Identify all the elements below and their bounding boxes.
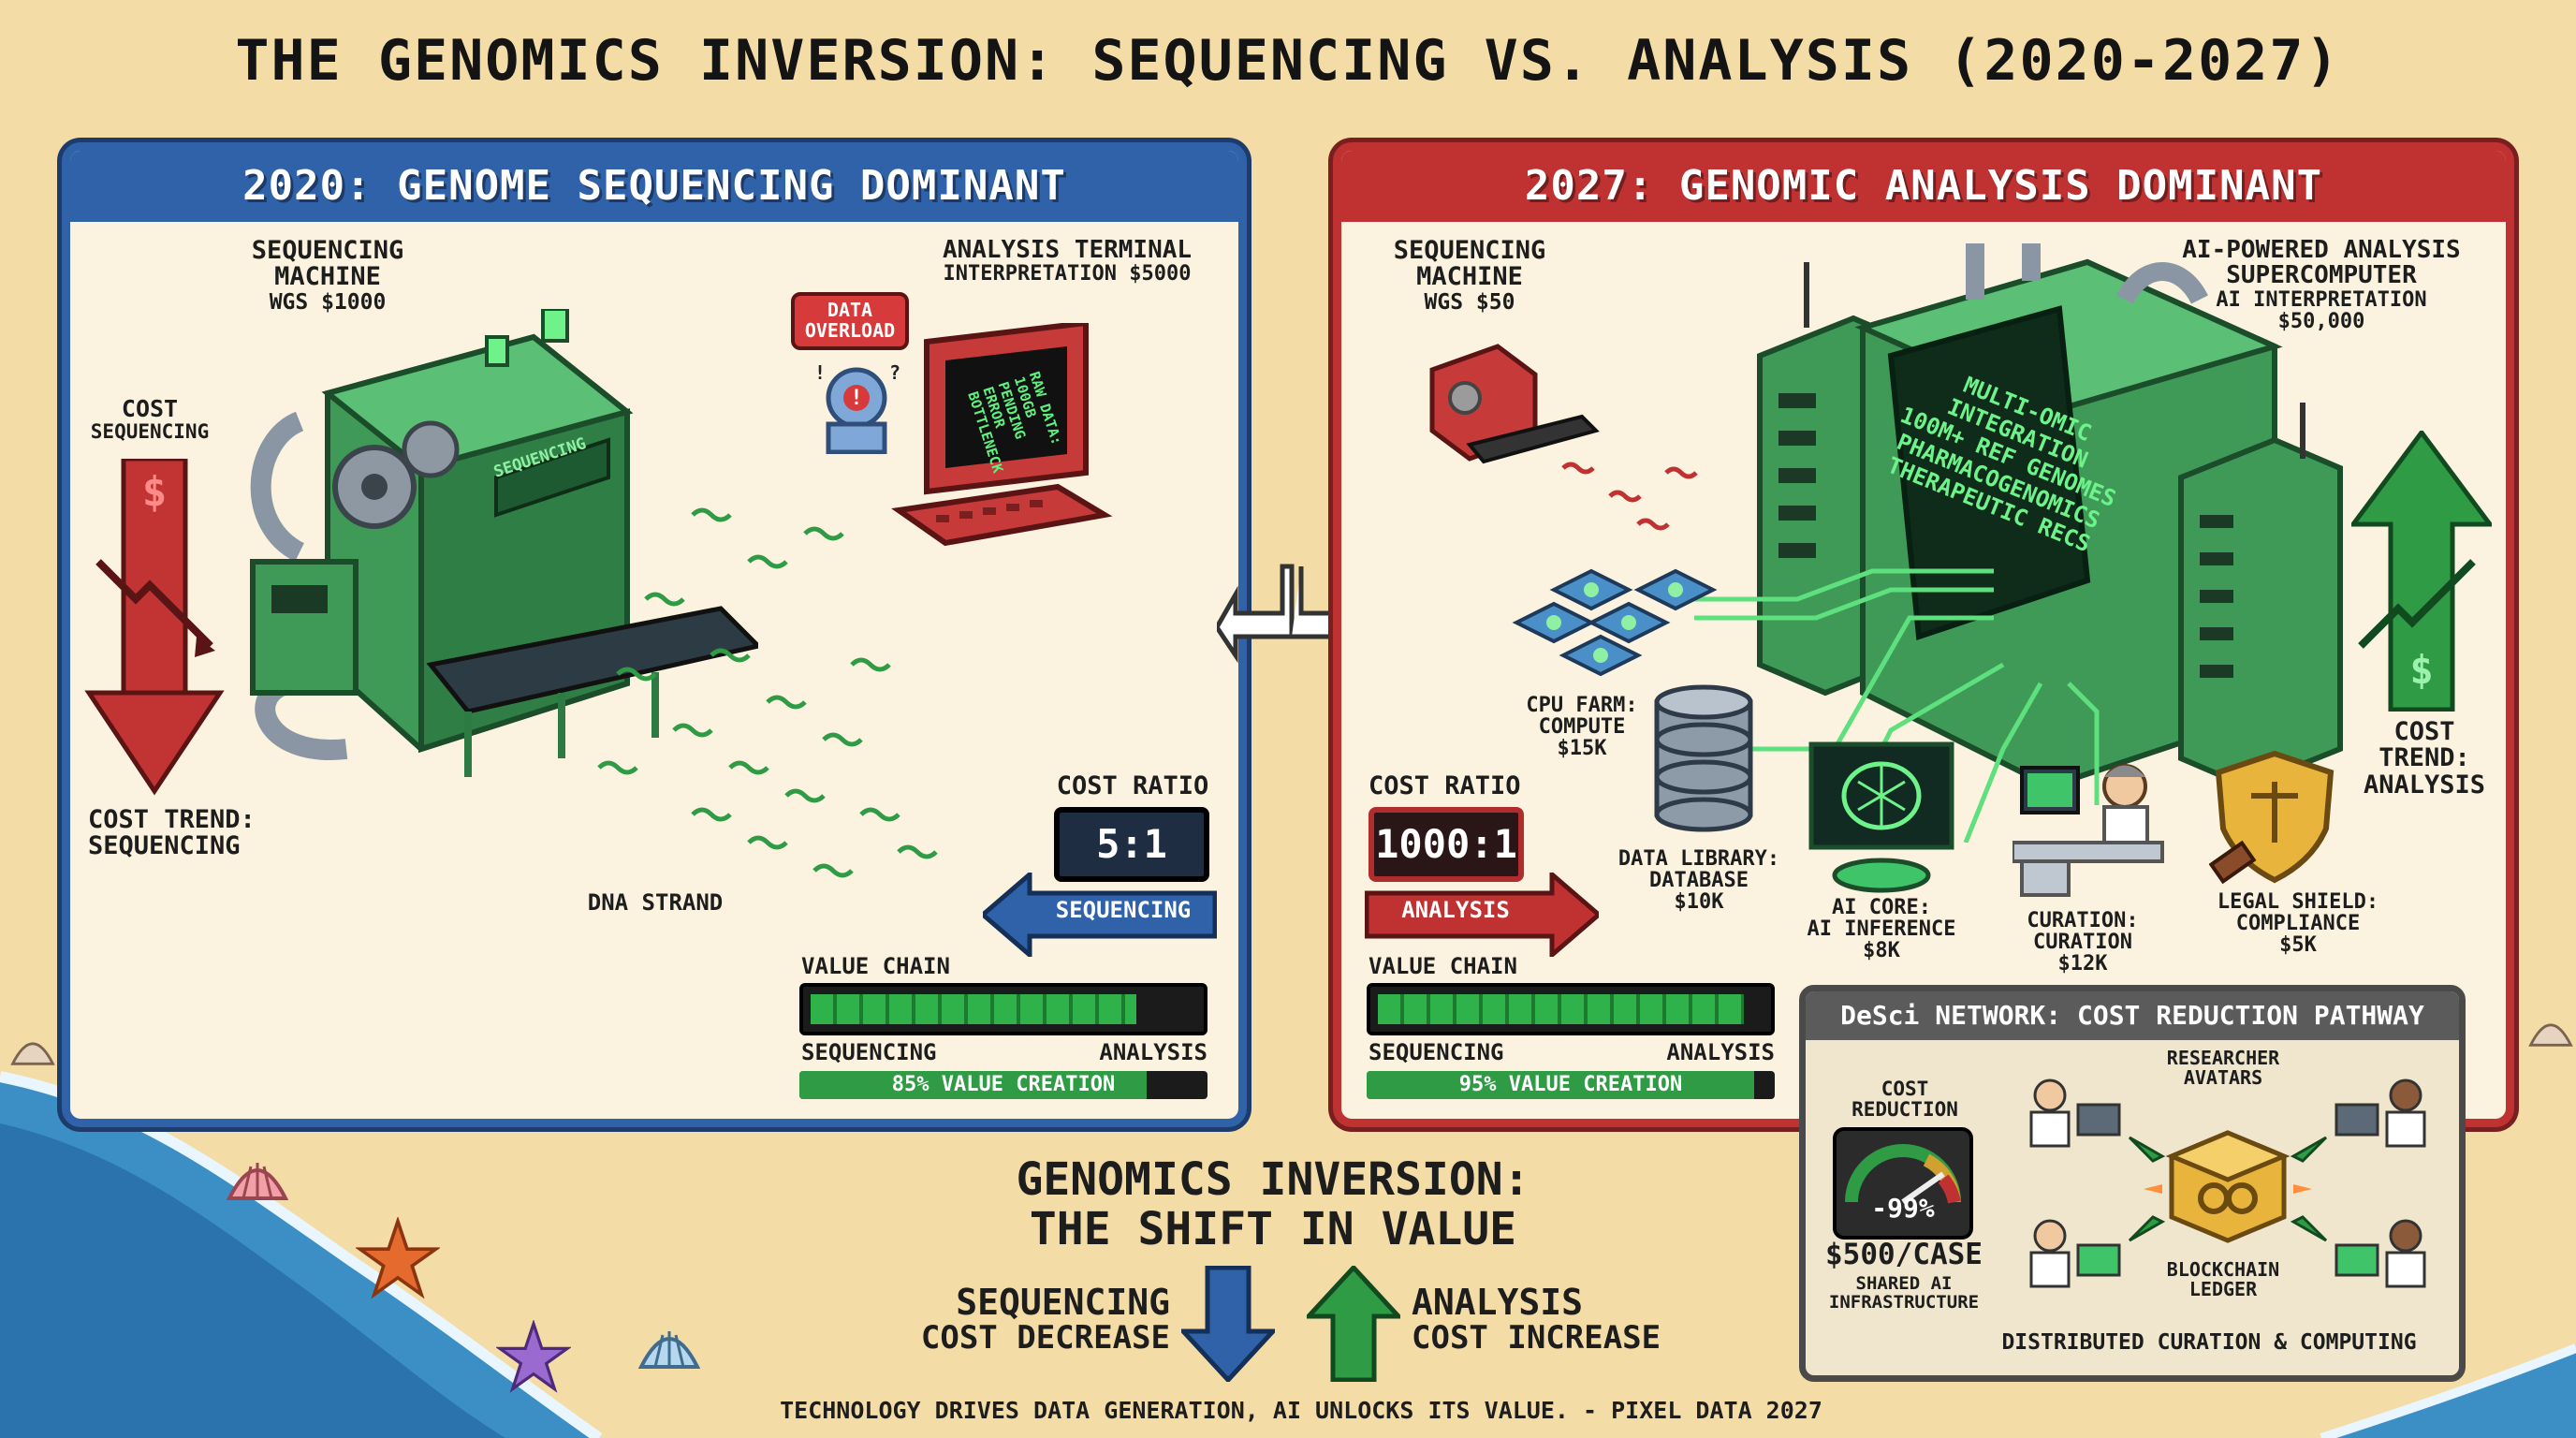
right-arrow-icon [1365, 873, 1599, 957]
starfish-icon [356, 1217, 440, 1299]
green-up-arrow-icon [1307, 1266, 1400, 1382]
sequencing-cost-decrease-label: SEQUENCING COST DECREASE [920, 1282, 1170, 1357]
value-chain-right-2027: ANALYSIS [1666, 1039, 1775, 1065]
cost-ratio-label: COST RATIO [1056, 771, 1209, 800]
per-case-cost: $500/CASE [1825, 1238, 1983, 1271]
ai-core-label: AI CORE: AI INFERENCE $8K [1807, 896, 1956, 963]
up-arrow-icon: $ [2351, 431, 2492, 712]
desci-header: DeSci NETWORK: COST REDUCTION PATHWAY [1806, 991, 2459, 1040]
svg-text:!: ! [814, 361, 826, 384]
dna-strands [597, 507, 938, 878]
red-dna-strands [1561, 462, 1698, 531]
cost-ratio-value: 5:1 [1054, 807, 1209, 882]
cost-sequencing-label: COST SEQUENCING [90, 395, 210, 444]
dna-strand-label: DNA STRAND [587, 889, 724, 916]
value-chain-label: VALUE CHAIN [801, 953, 950, 979]
blockchain-ledger-label: BLOCKCHAIN LEDGER [2166, 1258, 2280, 1300]
footer-quote: TECHNOLOGY DRIVES DATA GENERATION, AI UN… [780, 1397, 1822, 1424]
cpu-farm-label: CPU FARM: COMPUTE $15K [1526, 694, 1638, 761]
analysis-terminal-label: ANALYSIS TERMINAL INTERPRETATION $5000 [942, 236, 1193, 286]
database-icon [1654, 684, 1753, 832]
sequencing-machine-illustration [250, 309, 758, 777]
value-chain-bar-2027 [1367, 983, 1775, 1035]
shared-infrastructure-label: SHARED AI INFRASTRUCTURE [1828, 1273, 1980, 1313]
cost-ratio-arrow-label-2027: ANALYSIS [1401, 897, 1510, 923]
data-overload-bubble: DATA OVERLOAD [791, 292, 909, 350]
svg-text:?: ? [889, 361, 900, 384]
desci-footer: DISTRIBUTED CURATION & COMPUTING [2001, 1330, 2417, 1355]
starfish-icon [496, 1320, 571, 1393]
cpu-farm-illustration [1512, 568, 1718, 677]
data-library-label: DATA LIBRARY: DATABASE $10K [1617, 847, 1780, 915]
value-creation-strip: 85% VALUE CREATION [799, 1071, 1208, 1099]
cost-reduction-label: COST REDUCTION [1852, 1078, 1958, 1122]
value-chain-left-2027: SEQUENCING [1368, 1039, 1504, 1065]
legal-shield-label: LEGAL SHIELD: COMPLIANCE $5K [2217, 890, 2379, 958]
supercomputer-label: AI-POWERED ANALYSIS SUPERCOMPUTER AI INT… [2182, 236, 2461, 333]
value-chain-left: SEQUENCING [801, 1039, 937, 1065]
value-chain-label-2027: VALUE CHAIN [1368, 953, 1517, 979]
cost-ratio-value-2027: 1000:1 [1368, 807, 1524, 882]
bottom-headline: GENOMICS INVERSION: THE SHIFT IN VALUE [1016, 1153, 1530, 1255]
small-sequencing-machine-label: SEQUENCING MACHINE WGS $50 [1393, 236, 1546, 315]
left-arrow-icon [983, 873, 1217, 957]
cost-ratio-arrow-label: SEQUENCING [1055, 897, 1192, 923]
shell-icon [10, 1042, 55, 1065]
svg-text:!: ! [850, 387, 862, 410]
analysis-cost-increase-label: ANALYSIS COST INCREASE [1412, 1282, 1661, 1357]
cost-trend-analysis-label: COST TREND: ANALYSIS [2363, 717, 2486, 800]
shell-icon [637, 1331, 701, 1369]
curation-desk-icon [2012, 764, 2164, 897]
curation-label: CURATION: CURATION $12K [2027, 909, 2139, 976]
value-chain-right: ANALYSIS [1099, 1039, 1208, 1065]
shell-icon [2528, 1023, 2573, 1047]
researcher-avatars-label: RESEARCHER AVATARS [2166, 1047, 2280, 1089]
circuit-traces [1694, 568, 2100, 843]
value-chain-fill-2027 [1378, 994, 1744, 1024]
svg-text:$: $ [142, 468, 168, 516]
panel-2020-header: 2020: GENOME SEQUENCING DOMINANT [70, 151, 1238, 222]
sequencing-machine-label: SEQUENCING MACHINE WGS $1000 [251, 236, 404, 315]
value-chain-fill [811, 994, 1136, 1024]
value-creation-strip-2027: 95% VALUE CREATION [1367, 1071, 1775, 1099]
blue-down-arrow-icon [1181, 1266, 1275, 1382]
page-title: THE GENOMICS INVERSION: SEQUENCING VS. A… [235, 28, 2341, 94]
cost-trend-sequencing-label: COST TREND: SEQUENCING [88, 805, 256, 861]
legal-shield-icon [2209, 750, 2334, 885]
analysis-terminal-illustration [891, 323, 1113, 547]
value-chain-bar [799, 983, 1208, 1035]
svg-text:$: $ [2409, 647, 2433, 693]
ai-core-brain-icon [1808, 741, 1954, 893]
overloaded-user-icon: ! ! ? [814, 361, 900, 454]
panel-2027-header: 2027: GENOMIC ANALYSIS DOMINANT [1341, 151, 2506, 222]
gauge-icon [1833, 1127, 1973, 1240]
desci-network-illustration [2029, 1078, 2426, 1288]
shell-icon [226, 1163, 289, 1200]
down-arrow-icon: $ [84, 459, 225, 796]
cost-ratio-label-2027: COST RATIO [1368, 771, 1521, 800]
small-sequencing-machine-illustration [1429, 344, 1600, 464]
gauge-value: -99% [1871, 1193, 1935, 1224]
